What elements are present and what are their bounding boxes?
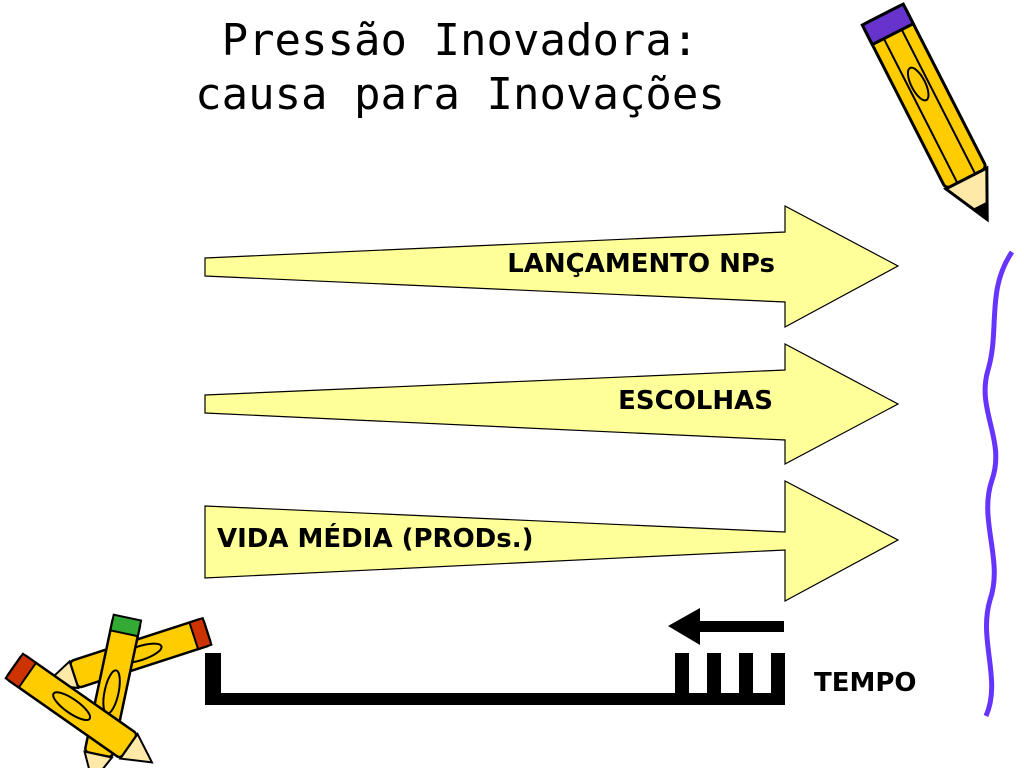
arrow-lancamento xyxy=(204,205,900,329)
arrow-vida-media xyxy=(204,480,900,603)
pencil-icon xyxy=(860,2,989,223)
timeline-axis xyxy=(205,653,785,705)
page-title: Pressão Inovadora: causa para Inovações xyxy=(120,14,800,122)
arrow-label-escolhas: ESCOLHAS xyxy=(618,386,773,416)
time-direction-arrow xyxy=(668,608,784,645)
arrow-label-vida-media: VIDA MÉDIA (PRODs.) xyxy=(217,524,534,554)
squiggle-line xyxy=(982,250,1015,718)
timeline-label: TEMPO xyxy=(814,668,917,698)
title-line-2: causa para Inovações xyxy=(195,69,725,120)
arrow-label-lancamento: LANÇAMENTO NPs xyxy=(507,249,775,279)
crossed-pencils-icon xyxy=(4,613,213,768)
title-line-1: Pressão Inovadora: xyxy=(221,15,699,66)
arrow-escolhas xyxy=(204,343,900,465)
